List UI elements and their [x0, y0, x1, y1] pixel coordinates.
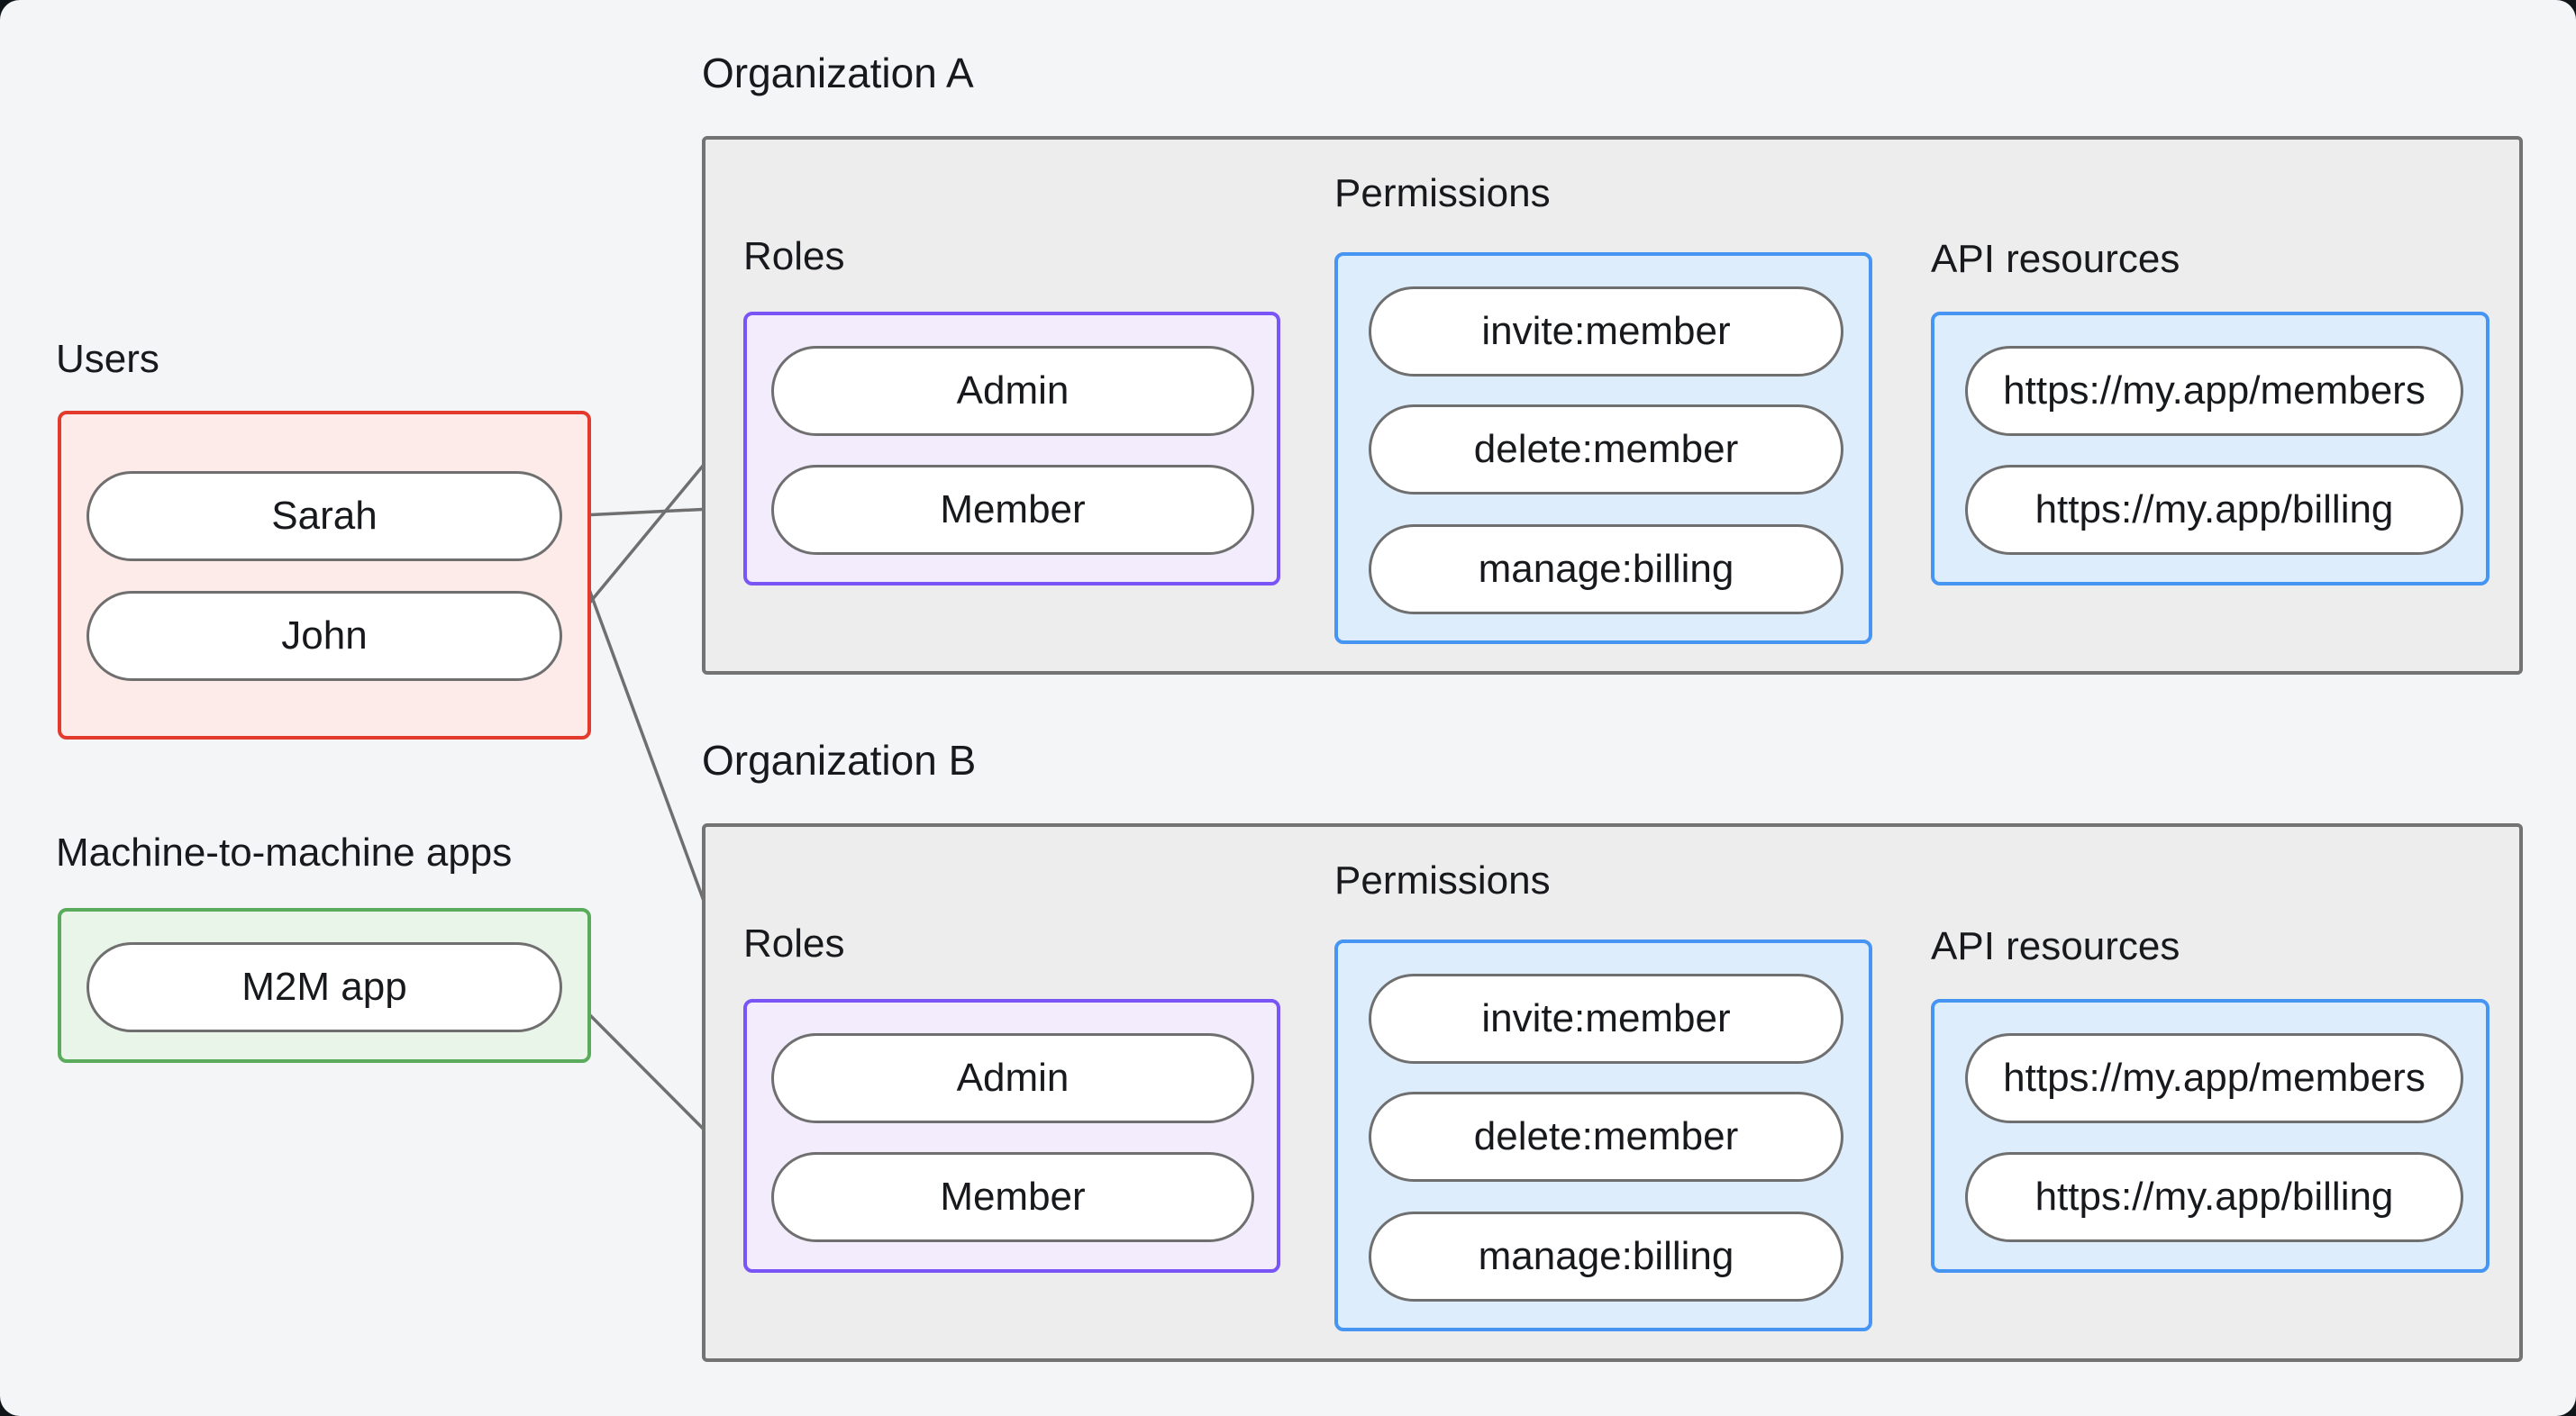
m2m-group-label: Machine-to-machine apps: [56, 831, 513, 875]
api-node-billing: https://my.app/billing: [1965, 1152, 2463, 1242]
permission-node-label: manage:billing: [1478, 547, 1734, 591]
api-node-label: https://my.app/members: [2003, 368, 2426, 413]
m2m-app-node: M2M app: [86, 942, 562, 1032]
role-node-member: Member: [771, 465, 1254, 555]
org-b-container: Roles Permissions API resources Admin Me…: [702, 823, 2523, 1362]
users-group-label: Users: [56, 337, 159, 381]
permission-node-label: manage:billing: [1478, 1234, 1734, 1278]
permissions-label: Permissions: [1334, 858, 1551, 903]
api-node-label: https://my.app/billing: [2034, 487, 2394, 531]
org-a-container: Roles Permissions API resources Admin Me…: [702, 136, 2523, 675]
permission-node-delete-member: delete:member: [1369, 404, 1843, 495]
user-node-sarah: Sarah: [86, 471, 562, 561]
user-node-john: John: [86, 591, 562, 681]
role-node-member: Member: [771, 1152, 1254, 1242]
roles-label: Roles: [743, 234, 845, 278]
permission-node-invite-member: invite:member: [1369, 286, 1843, 377]
user-node-label: Sarah: [271, 494, 378, 538]
api-node-members: https://my.app/members: [1965, 1033, 2463, 1123]
api-resources-label: API resources: [1931, 237, 2180, 281]
api-resources-label: API resources: [1931, 924, 2180, 968]
api-node-label: https://my.app/members: [2003, 1056, 2426, 1100]
role-node-admin: Admin: [771, 1033, 1254, 1123]
org-b-title: Organization B: [702, 737, 977, 784]
role-node-label: Admin: [956, 1056, 1070, 1100]
permission-node-label: delete:member: [1473, 1114, 1739, 1158]
permission-node-invite-member: invite:member: [1369, 974, 1843, 1064]
permission-node-manage-billing: manage:billing: [1369, 1212, 1843, 1302]
api-node-label: https://my.app/billing: [2034, 1175, 2394, 1219]
role-node-label: Admin: [956, 368, 1070, 413]
permission-node-label: delete:member: [1473, 427, 1739, 471]
api-node-members: https://my.app/members: [1965, 346, 2463, 436]
permission-node-label: invite:member: [1481, 309, 1731, 353]
org-a-title: Organization A: [702, 50, 974, 96]
permission-node-label: invite:member: [1481, 996, 1731, 1040]
role-node-label: Member: [940, 487, 1086, 531]
permission-node-delete-member: delete:member: [1369, 1092, 1843, 1182]
role-node-admin: Admin: [771, 346, 1254, 436]
permissions-label: Permissions: [1334, 171, 1551, 215]
roles-label: Roles: [743, 921, 845, 966]
permission-node-manage-billing: manage:billing: [1369, 524, 1843, 614]
role-node-label: Member: [940, 1175, 1086, 1219]
api-node-billing: https://my.app/billing: [1965, 465, 2463, 555]
users-box: [58, 411, 591, 740]
m2m-node-label: M2M app: [241, 965, 407, 1009]
user-node-label: John: [281, 613, 368, 658]
